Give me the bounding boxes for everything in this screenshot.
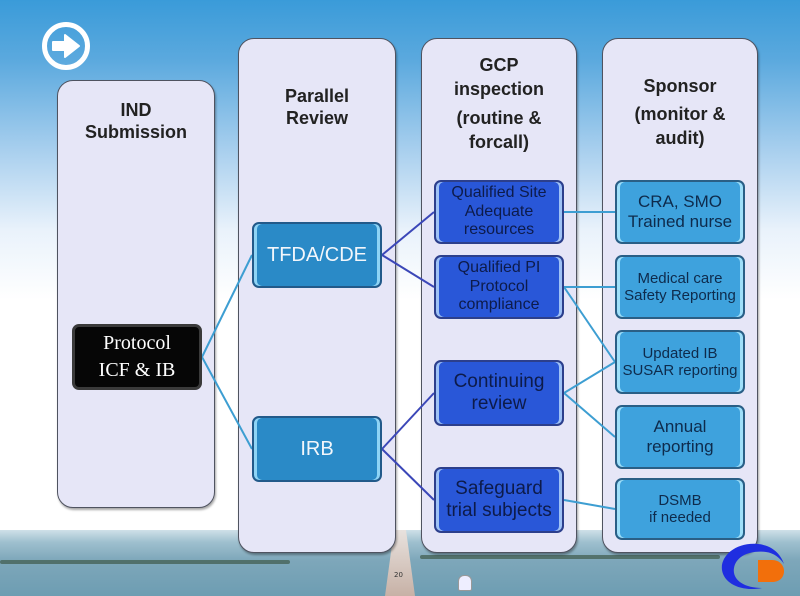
page-number: 20: [394, 571, 403, 579]
lamp-image: [458, 575, 472, 591]
node-irb[interactable]: IRB: [252, 416, 382, 482]
arrow-right-circle-icon[interactable]: [42, 22, 90, 70]
treeline: [420, 555, 720, 559]
company-logo-icon: [721, 543, 784, 590]
node-tfda-cde[interactable]: TFDA/CDE: [252, 222, 382, 288]
arrow-right-icon: [52, 34, 80, 58]
column-title: Sponsor (monitor &audit): [634, 76, 726, 148]
treeline: [0, 560, 290, 564]
